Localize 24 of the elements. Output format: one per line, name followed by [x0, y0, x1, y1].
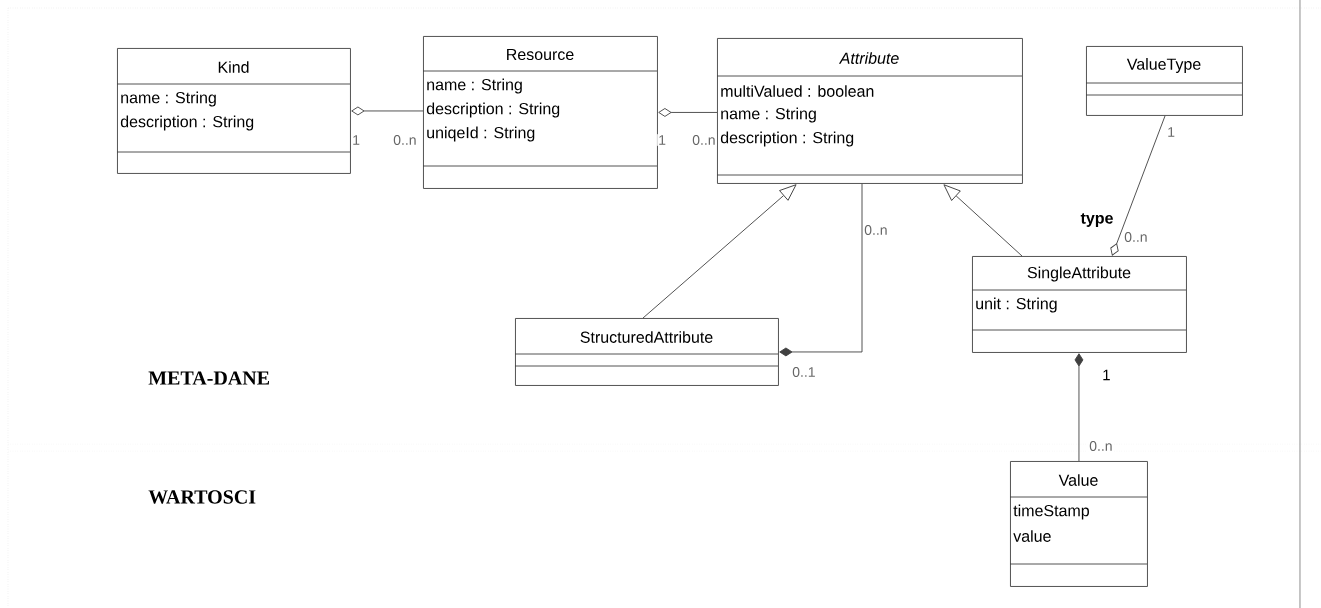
class-box: StructuredAttribute: [514, 318, 779, 386]
connector: [943, 184, 1023, 257]
class-box: ValueType: [1085, 46, 1243, 116]
class-box: Resource name : String description : String uniqeId : String: [422, 36, 658, 189]
multiplicity: 1: [1103, 369, 1110, 381]
connector: [1074, 353, 1084, 462]
multiplicity: 0..1: [791, 366, 817, 378]
multiplicity: 0..n: [863, 224, 889, 236]
section-label: META-DANE: [148, 371, 269, 385]
multiplicity: 1: [1166, 126, 1176, 138]
section-label: WARTOSCI: [148, 490, 256, 504]
class-box: Kind name : String description : String: [116, 48, 351, 174]
role-label: type: [1079, 212, 1115, 228]
connector: [658, 108, 718, 117]
connector: [779, 183, 863, 357]
multiplicity: 0..n: [1123, 231, 1149, 243]
multiplicity: 0..n: [691, 134, 717, 146]
class-box: Value timeStamp value: [1009, 461, 1148, 587]
connector: [351, 106, 424, 116]
multiplicity: 0..n: [1088, 440, 1114, 452]
connector: [1110, 115, 1166, 256]
connector: [642, 184, 797, 319]
class-box: SingleAttribute unit : String: [971, 256, 1187, 353]
class-box: Attribute multiValued : boolean name : String description : String: [716, 38, 1023, 184]
